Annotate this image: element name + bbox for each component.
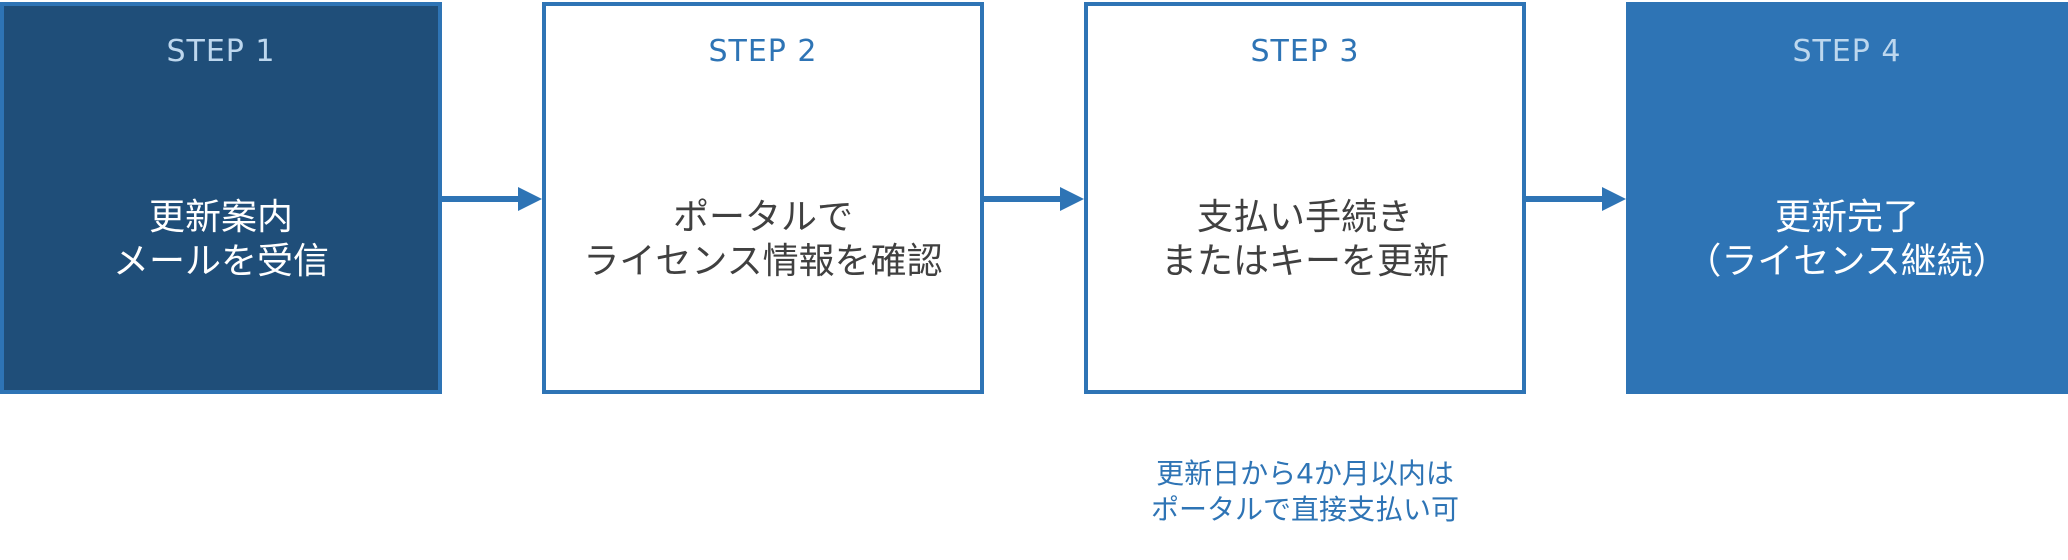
step-3-title-line2: またはキーを更新 bbox=[1160, 241, 1449, 282]
step-1-title: 更新案内 メールを受信 bbox=[4, 196, 438, 284]
arrow-step3-to-step4 bbox=[1526, 187, 1626, 211]
step-3-title: 支払い手続き またはキーを更新 bbox=[1088, 196, 1522, 284]
step-3-number: STEP 3 bbox=[1250, 34, 1360, 69]
step-3-note: 更新日から4か月以内は ポータルで直接支払い可 bbox=[1084, 456, 1526, 528]
step-2-number: STEP 2 bbox=[708, 34, 818, 69]
step-4-number: STEP 4 bbox=[1792, 34, 1902, 69]
step-1-title-line1: 更新案内 bbox=[148, 197, 293, 238]
step-4-title-line1: 更新完了 bbox=[1774, 197, 1919, 238]
step-4-box: STEP 4 更新完了 （ライセンス継続） bbox=[1626, 2, 2068, 394]
step-2-title: ポータルで ライセンス情報を確認 bbox=[546, 196, 980, 284]
arrow-step1-to-step2 bbox=[442, 187, 542, 211]
step-4-title: 更新完了 （ライセンス継続） bbox=[1630, 196, 2064, 284]
step-4-title-line2: （ライセンス継続） bbox=[1685, 241, 2009, 282]
note-line1: 更新日から4か月以内は bbox=[1156, 457, 1454, 490]
step-2-title-line2: ライセンス情報を確認 bbox=[583, 241, 943, 282]
arrow-step2-to-step3 bbox=[984, 187, 1084, 211]
step-1-title-line2: メールを受信 bbox=[112, 241, 329, 282]
step-1-number: STEP 1 bbox=[166, 34, 276, 69]
step-3-box: STEP 3 支払い手続き またはキーを更新 bbox=[1084, 2, 1526, 394]
step-3-title-line1: 支払い手続き bbox=[1196, 197, 1413, 238]
step-2-box: STEP 2 ポータルで ライセンス情報を確認 bbox=[542, 2, 984, 394]
step-2-title-line1: ポータルで bbox=[672, 197, 853, 238]
note-line2: ポータルで直接支払い可 bbox=[1150, 493, 1459, 526]
step-1-box: STEP 1 更新案内 メールを受信 bbox=[0, 2, 442, 394]
